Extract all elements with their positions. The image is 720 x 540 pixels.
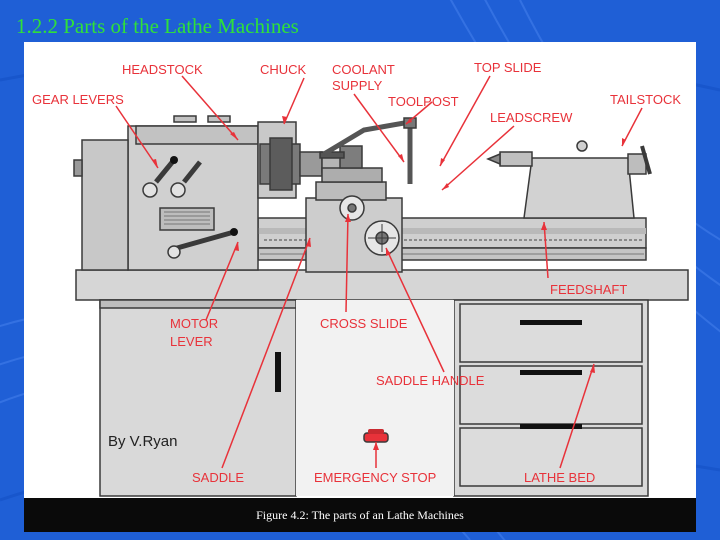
label-tailstock: TAILSTOCK [610,92,681,107]
label-chuck: CHUCK [260,62,307,77]
lathe-machine-illustration [73,115,689,497]
left-cabinet [99,299,297,497]
label-gear-levers: GEAR LEVERS [32,92,124,107]
label-saddle-handle: SADDLE HANDLE [376,373,485,388]
label-motor-lever: MOTOR [170,316,218,331]
leader-lines [115,75,643,469]
leader-arrowheads [152,116,626,450]
label-feedshaft: FEEDSHAFT [550,282,627,297]
author-credit: By V.Ryan [108,433,178,450]
label-coolant-supply: COOLANT [332,62,395,77]
label-lathe-bed: LATHE BED [524,470,595,485]
coolant-pipe [322,119,413,184]
label-motor-lever: LEVER [170,334,213,349]
label-emergency-stop: EMERGENCY STOP [314,470,436,485]
drawer-handle [520,370,582,375]
gear-lever [142,156,238,259]
label-cross-slide: CROSS SLIDE [320,316,408,331]
label-headstock: HEADSTOCK [122,62,203,77]
label-saddle: SADDLE [192,470,244,485]
drawer-handle [520,320,582,325]
label-leadscrew: LEADSCREW [490,110,573,125]
slide-title: 1.2.2 Parts of the Lathe Machines [16,14,299,38]
base-top-rail [75,269,689,301]
drawer-handle [520,424,582,429]
label-coolant-supply: SUPPLY [332,78,383,93]
cabinet-door-handle [275,352,281,392]
lathe-diagram-panel: HEADSTOCK CHUCK COOLANT SUPPLY TOP SLIDE… [24,42,696,498]
figure-caption: Figure 4.2: The parts of an Lathe Machin… [256,508,464,522]
caption-bar: Figure 4.2: The parts of an Lathe Machin… [24,498,696,532]
emergency-stop-button [363,432,389,443]
lathe-diagram: HEADSTOCK CHUCK COOLANT SUPPLY TOP SLIDE… [32,60,689,497]
label-toolpost: TOOLPOST [388,94,459,109]
label-top-slide: TOP SLIDE [474,60,542,75]
headstock-vent [159,207,215,231]
tailstock [523,157,635,219]
